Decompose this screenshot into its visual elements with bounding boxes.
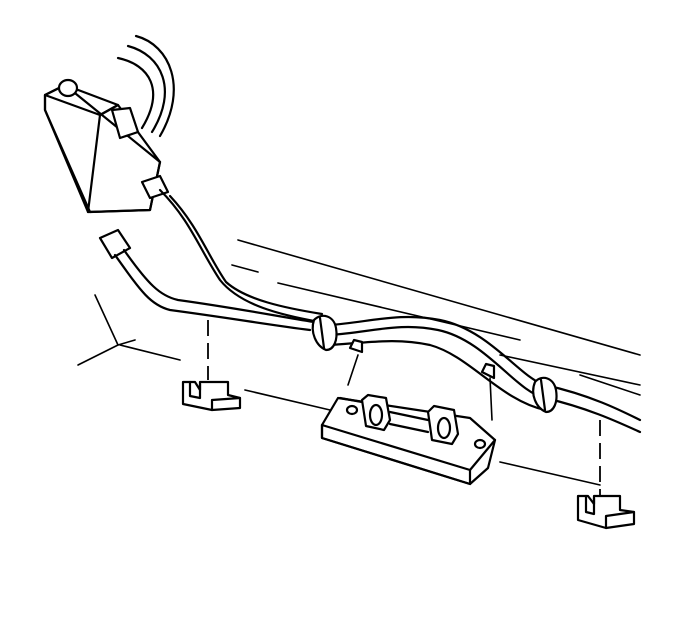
purge-line-icon [158,188,324,324]
leader-line-icon [207,320,601,505]
canister-icon [43,78,170,214]
main-line-icon [98,228,642,434]
mounting-block-icon [181,380,636,530]
clip-retainer-icon [311,314,558,414]
vent-hose-icon [116,34,175,138]
nut-icon [348,338,496,380]
frame-rail-icon [119,239,641,486]
mounting-bracket-icon [320,393,497,486]
reference-axis-icon [77,294,136,366]
